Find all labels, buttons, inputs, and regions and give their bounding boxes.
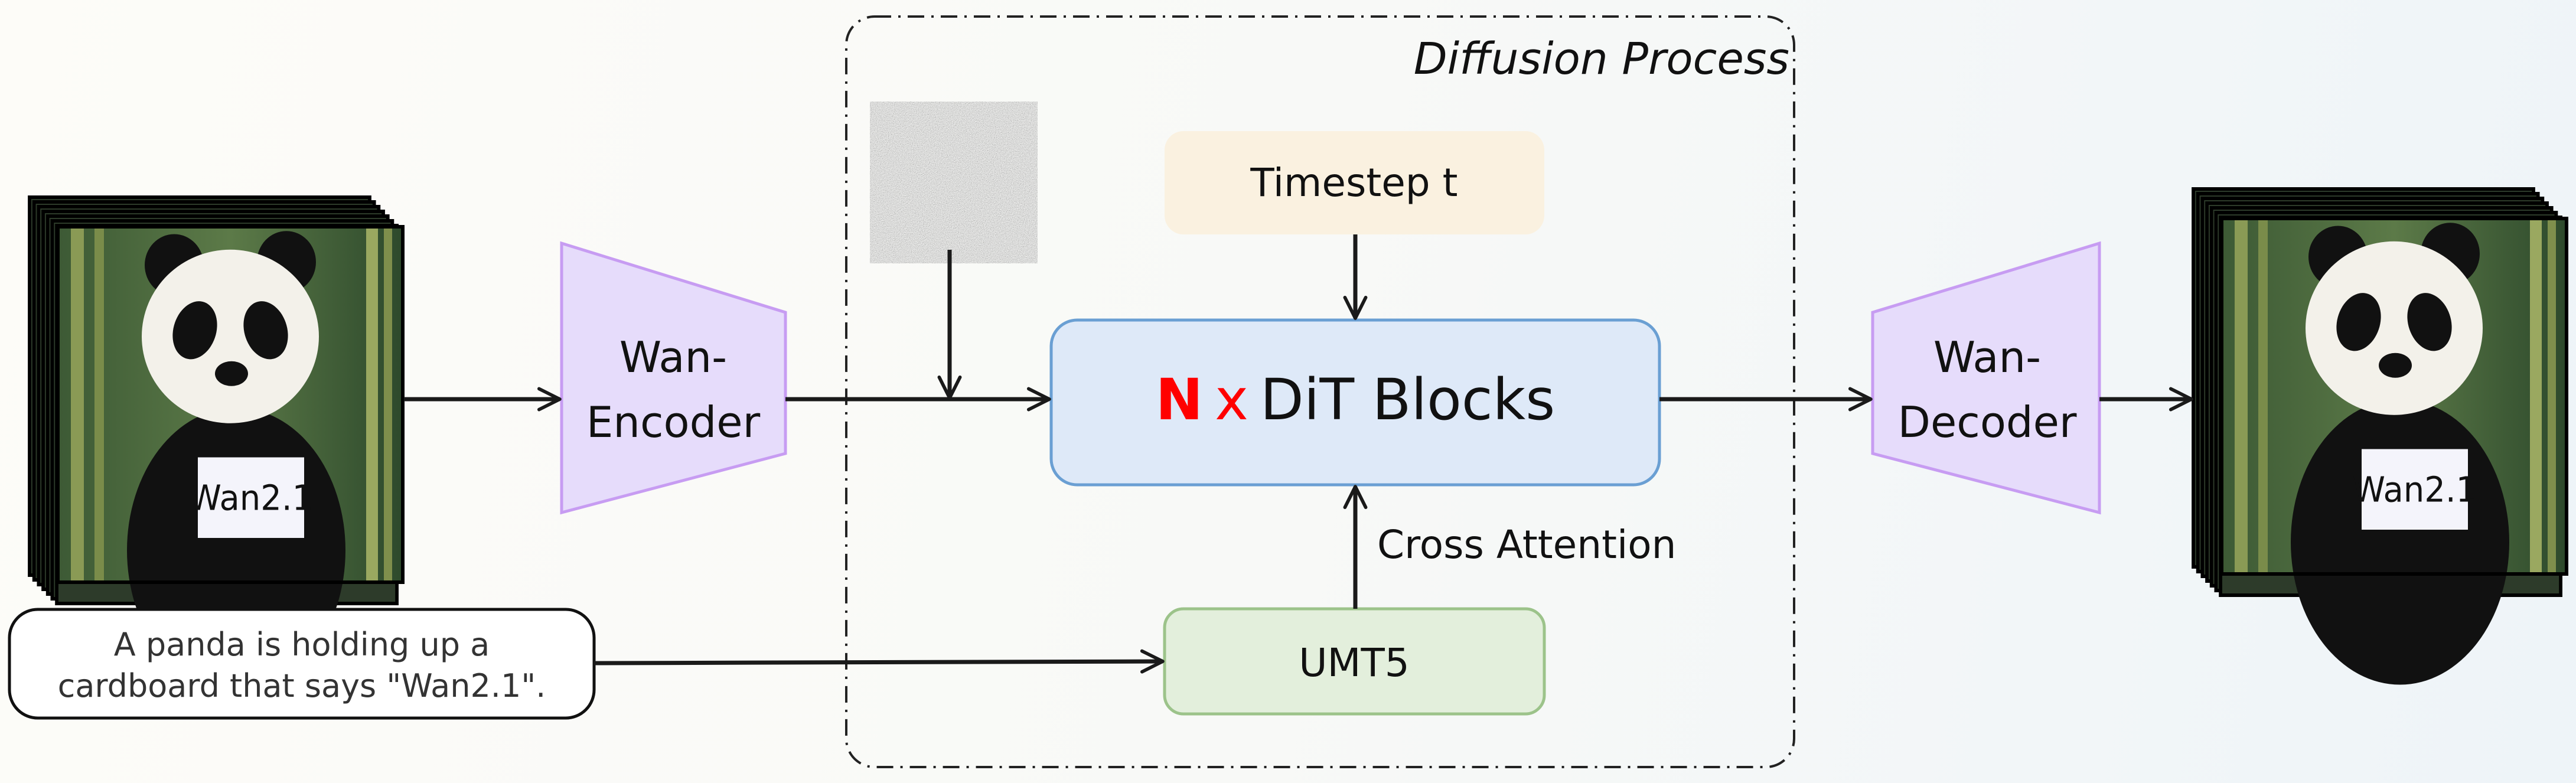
umt5-label: UMT5 [1299,640,1410,686]
decoder-label-line1: Wan- [1933,332,2041,382]
dit-blocks [1049,318,1661,487]
connector-arrows [404,234,2193,674]
noise-latent-icon [884,115,1023,250]
encoder-label-line2: Encoder [586,397,761,447]
decoder-label-line2: Decoder [1898,397,2077,447]
diffusion-process-container [845,15,1795,768]
wan-encoder-block [560,241,787,515]
dit-label: DiT Blocks [1260,367,1555,433]
arrow-prompt-to-umt5 [594,649,1165,674]
input-sign-text: Wan2.1 [189,478,314,518]
output-video-frames: Wan2.1 [2192,187,2568,685]
prompt-line2: cardboard that says "Wan2.1". [58,667,546,704]
dit-n: N [1156,367,1203,433]
wan-decoder-block [1871,241,2101,515]
input-video-frames: Wan2.1 [28,195,405,693]
input-panda-image: Wan2.1 [59,228,402,693]
diffusion-process-title: Diffusion Process [1414,34,1789,84]
output-sign-text: Wan2.1 [2353,469,2477,510]
prompt-line1: A panda is holding up a [114,626,490,663]
cross-attention-label: Cross Attention [1377,522,1677,567]
prompt-box [8,608,596,720]
dit-x: x [1215,367,1248,433]
encoder-label-line1: Wan- [619,332,727,382]
output-panda-image: Wan2.1 [2223,220,2565,685]
timestep-label: Timestep t [1250,160,1457,205]
timestep-block [1165,131,1544,234]
